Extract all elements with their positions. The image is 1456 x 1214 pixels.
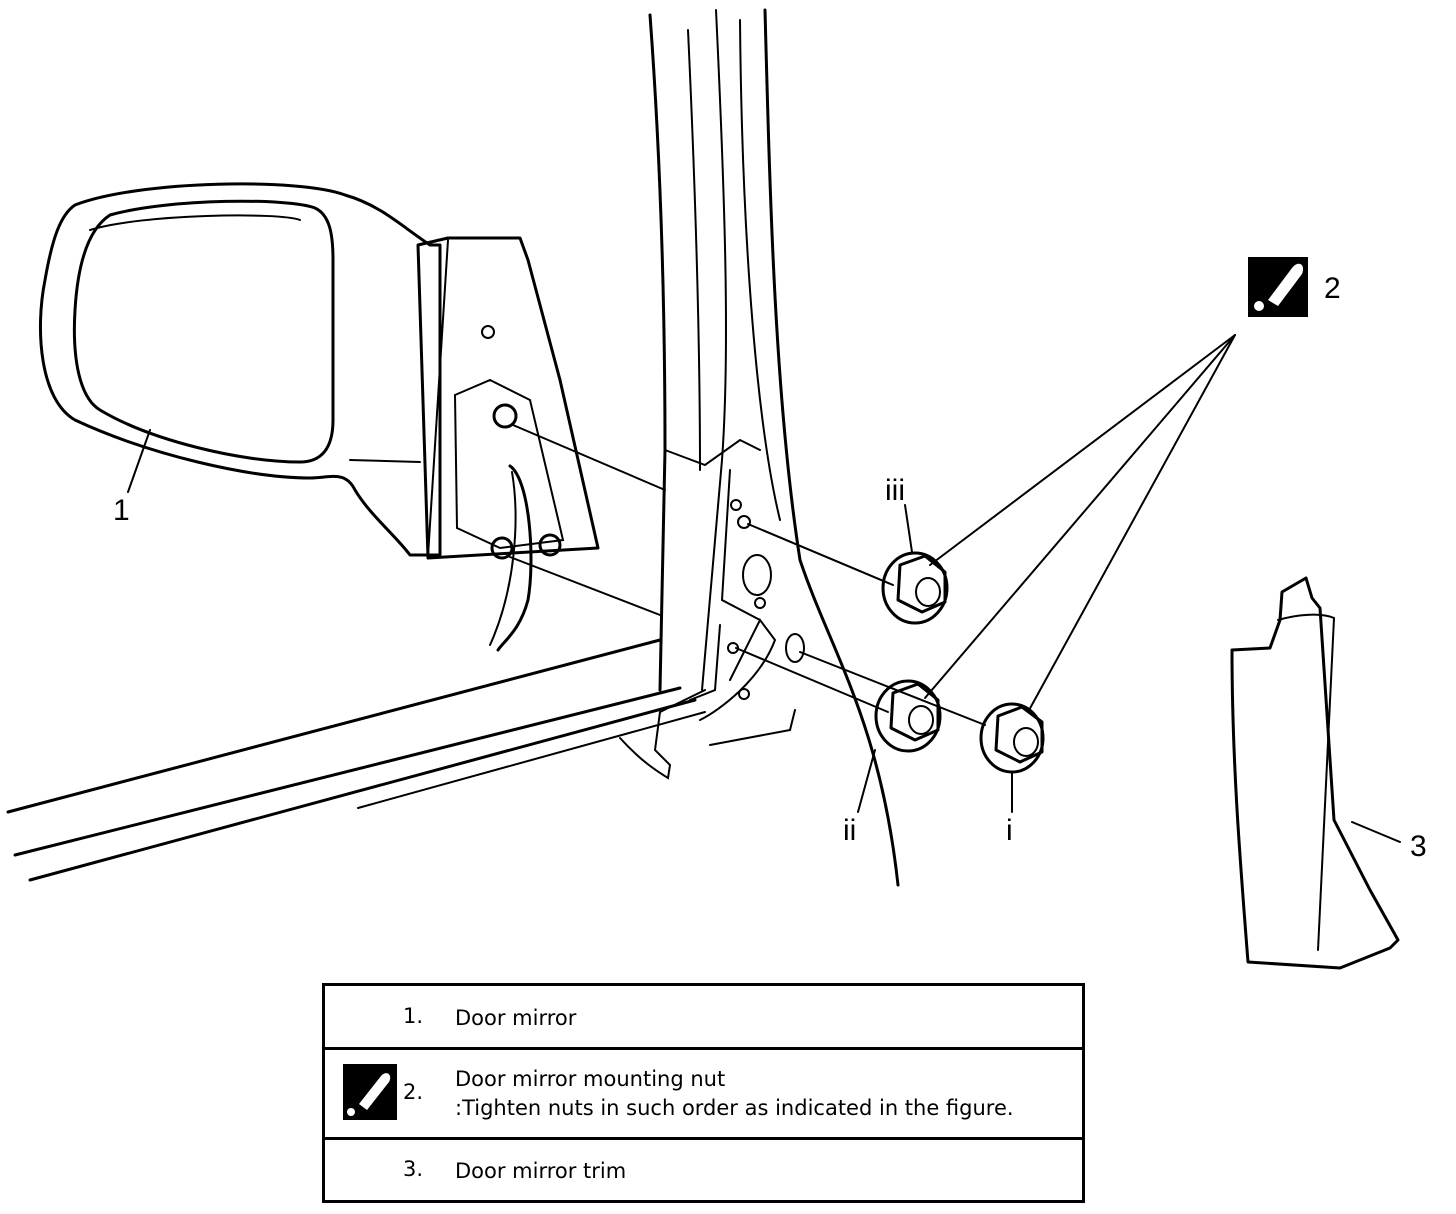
torque-wrench-icon (1248, 257, 1308, 317)
torque-wrench-icon (343, 1064, 397, 1120)
callout-i: i (1006, 814, 1013, 847)
alignment-lines (509, 334, 1236, 726)
legend-row-2: 2. Door mirror mounting nut :Tighten nut… (325, 1050, 1082, 1140)
legend-row-note: :Tighten nuts in such order as indicated… (455, 1096, 1014, 1120)
door-mirror (38, 182, 600, 652)
callout-2: 2 (1324, 272, 1341, 305)
callout-ii: ii (843, 814, 856, 847)
legend-row-number: 3. (403, 1157, 424, 1181)
nut-ii (874, 679, 942, 753)
door-pillar (6, 8, 900, 887)
callout-1: 1 (113, 494, 130, 527)
nut-iii (881, 551, 949, 625)
legend-row-description: Door mirror trim (455, 1159, 627, 1183)
legend-row-number: 2. (403, 1080, 424, 1104)
legend-row-description: Door mirror mounting nut (455, 1067, 726, 1091)
legend-row-1: 1. Door mirror (325, 986, 1082, 1050)
callout-3: 3 (1410, 830, 1427, 863)
legend-row-3: 3. Door mirror trim (325, 1140, 1082, 1200)
door-mirror-trim (1230, 576, 1401, 970)
legend-row-description: Door mirror (455, 1006, 577, 1030)
callout-iii: iii (885, 474, 905, 507)
legend-table: 1. Door mirror 2. Door mirror mounting n… (322, 983, 1085, 1203)
nut-i (979, 702, 1045, 774)
legend-row-number: 1. (403, 1004, 424, 1028)
exploded-view-diagram: 1 2 3 iii ii i (6, 8, 1427, 970)
